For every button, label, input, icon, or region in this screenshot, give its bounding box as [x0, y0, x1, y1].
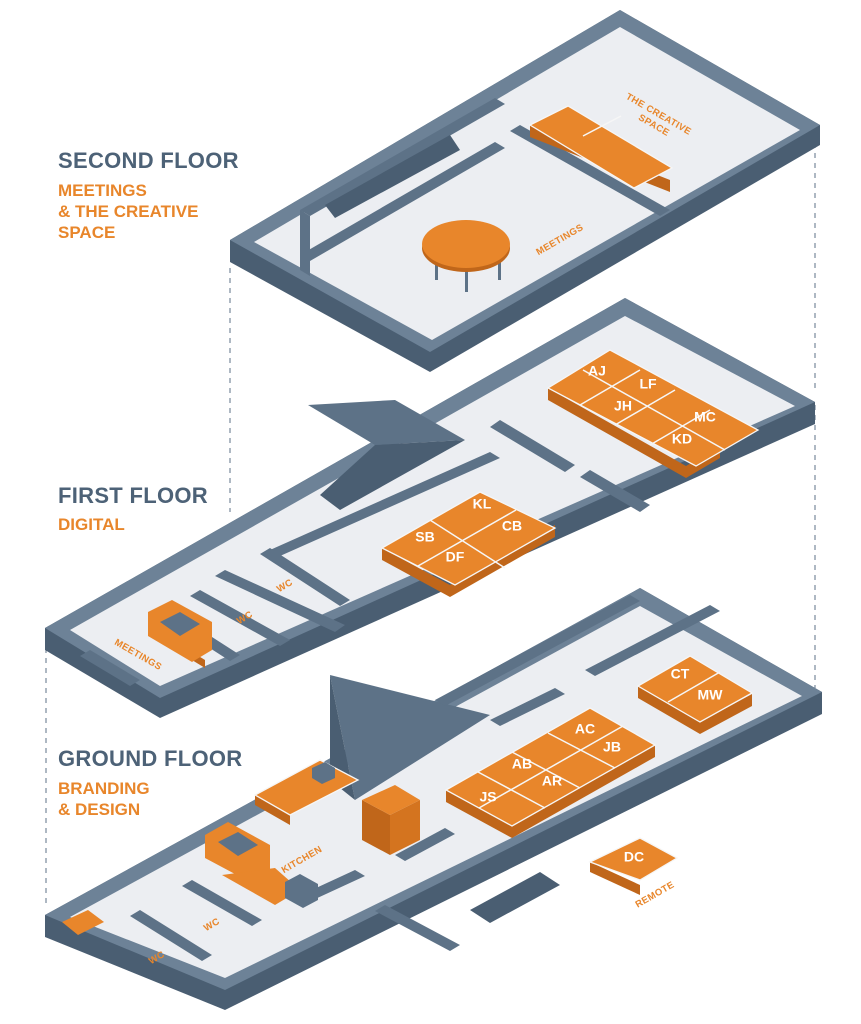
desk-monitor: [312, 762, 335, 784]
ground-floor-atrium: [330, 675, 490, 800]
desk-label: JS: [479, 789, 496, 805]
first-floor-wall: [190, 590, 290, 646]
second-floor-title: SECOND FLOOR: [58, 148, 239, 173]
second-floor-plan: THE CREATIVE SPACE MEETINGS: [230, 10, 820, 372]
desk-label: CT: [671, 666, 690, 682]
cabinet-front: [390, 800, 420, 855]
desk-label: SB: [415, 529, 434, 545]
storage-box: [62, 910, 104, 935]
first-floor-wall: [215, 570, 345, 632]
ground-floor-wall: [585, 605, 720, 676]
ground-floor-wall: [490, 688, 565, 726]
kitchen-counter: [222, 868, 300, 905]
remote-desk: [588, 837, 679, 881]
second-floor-wall: [300, 98, 505, 216]
creative-desk: [528, 105, 674, 189]
desk-label: LF: [639, 376, 657, 392]
second-floor-stair: [325, 135, 460, 218]
desk-label: DC: [624, 849, 644, 865]
ground-floor-stair: [470, 872, 560, 923]
ground-floor-subtitle: BRANDING & DESIGN: [58, 779, 150, 819]
desk-side: [590, 862, 640, 895]
table-leg: [465, 262, 468, 292]
desk-label: MW: [698, 687, 724, 703]
desk-side: [638, 686, 752, 734]
kitchen-appliance: [285, 874, 318, 908]
desk-cluster-ground-a: [636, 655, 754, 723]
first-floor-wall: [80, 650, 140, 686]
sofa-seat: [218, 832, 258, 856]
second-floor-wall: [300, 142, 505, 261]
desk-label: AJ: [588, 363, 606, 379]
desk-label: AR: [542, 773, 562, 789]
desk-label: KL: [473, 496, 492, 512]
first-floor-wall: [260, 548, 350, 606]
ground-floor-plan: CT MW AB AC JS AR JB DC KITCHEN WC WC RE…: [45, 588, 822, 1010]
first-floor-subtitle: DIGITAL: [58, 515, 125, 534]
desk-label: CB: [502, 518, 522, 534]
desk-label: DF: [446, 549, 465, 565]
meeting-table: [422, 220, 510, 268]
second-floor-slab: [254, 27, 800, 340]
first-floor-ramp-side: [320, 440, 465, 510]
cabinet-side: [362, 800, 390, 855]
first-floor-ramp: [308, 400, 465, 445]
desk-side: [382, 525, 555, 597]
first-floor-wall: [270, 452, 500, 556]
desk-label: JH: [614, 398, 632, 414]
desk-label: AC: [575, 721, 595, 737]
first-floor-plan: AJ LF JH MC KD SB KL DF CB MEETINGS WC W…: [45, 298, 815, 718]
ground-floor-wall: [375, 905, 460, 951]
second-floor-wall: [300, 210, 310, 276]
first-floor-wall: [490, 420, 575, 472]
sofa-seat: [160, 612, 200, 636]
ground-floor-wall: [182, 880, 262, 926]
ground-floor-wall: [395, 828, 455, 861]
desk-side: [255, 795, 290, 825]
second-floor-subtitle: MEETINGS & THE CREATIVE SPACE: [58, 181, 199, 242]
first-floor-title: FIRST FLOOR: [58, 483, 208, 508]
desk-label: AB: [512, 756, 532, 772]
first-floor-wall: [580, 470, 650, 512]
table-leg: [435, 255, 438, 280]
desk-label: KD: [672, 431, 692, 447]
desk-label: MC: [694, 409, 716, 425]
desk-label: JB: [603, 739, 621, 755]
second-floor-wall: [510, 125, 670, 216]
table-leg: [498, 255, 501, 280]
room-label-remote: REMOTE: [634, 879, 677, 910]
ground-floor-wall: [435, 595, 640, 706]
cabinet-top: [362, 785, 420, 815]
ground-floor-wall: [130, 910, 212, 961]
ground-floor-title: GROUND FLOOR: [58, 746, 243, 771]
